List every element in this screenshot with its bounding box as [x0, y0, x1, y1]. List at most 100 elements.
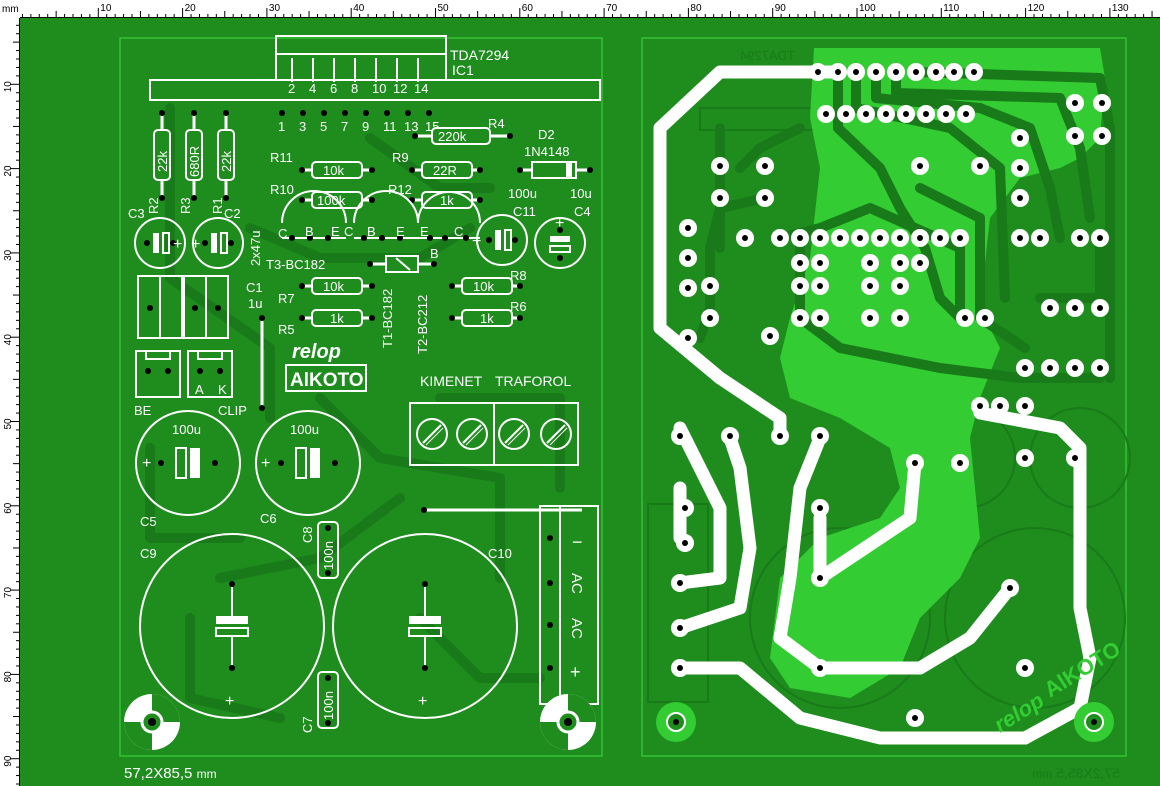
- board-size-label: 57,2X85,5 mm: [124, 765, 217, 782]
- ic1-pin-bottom: 5: [320, 119, 327, 134]
- resistor-r8[interactable]: 10k R8: [449, 268, 527, 295]
- resistor-r2[interactable]: 22k R2: [146, 110, 171, 214]
- t1-pin-b: B: [367, 224, 376, 239]
- c7-ref: C7: [300, 716, 315, 733]
- resistor-r6[interactable]: 1k R6: [449, 299, 527, 327]
- resistor-r3[interactable]: 680R R3: [178, 110, 203, 214]
- ic1-pin-bottom: 13: [404, 119, 418, 134]
- capacitor-c9[interactable]: C9 +: [139, 533, 325, 719]
- r10-value: 100k: [317, 193, 346, 208]
- resistor-r7[interactable]: 10k R7: [278, 277, 375, 306]
- capacitor-c4[interactable]: 10u C4: [534, 186, 592, 269]
- transistor-t1[interactable]: C B E T1-BC182: [344, 190, 419, 348]
- r8-value: 10k: [473, 279, 494, 294]
- pad-array[interactable]: [671, 63, 1111, 727]
- screw-terminal[interactable]: [416, 418, 448, 450]
- logo-box: [285, 364, 367, 392]
- screw-terminal[interactable]: [498, 418, 530, 450]
- ic1-name: TDA7294: [450, 47, 509, 63]
- transistor-t2[interactable]: E B C T2-BC212: [415, 191, 481, 354]
- resistor-r1[interactable]: 22k R1: [210, 110, 235, 214]
- ruler-top-label: 30: [269, 3, 281, 14]
- resistor-r9[interactable]: 22R R9: [392, 150, 483, 179]
- ic1-pin-bottom: 11: [383, 119, 397, 134]
- board-outline: [119, 37, 603, 757]
- capacitor-c11[interactable]: 100u C11: [476, 186, 537, 266]
- resistor-r4[interactable]: 220k R4: [412, 116, 513, 145]
- screw-terminal[interactable]: [456, 418, 488, 450]
- ruler-top-label: 50: [438, 3, 450, 14]
- ruler-top-label: 10: [100, 3, 112, 14]
- transistor-t3[interactable]: C B E T3-BC182: [266, 190, 347, 272]
- ac-label-2: AC: [568, 618, 585, 639]
- ic1-pin-top: 12: [393, 81, 407, 96]
- capacitor-c6[interactable]: 100u C6 +: [255, 410, 361, 526]
- ic1-pin-top: 8: [351, 81, 358, 96]
- logo-relop: relop: [292, 341, 341, 363]
- t3-pin-b: B: [305, 224, 314, 239]
- capacitor-c1[interactable]: C1 1u: [137, 275, 263, 339]
- t3-pin-e: E: [331, 224, 340, 239]
- ruler-top-label: 80: [690, 3, 702, 14]
- ic1-pin-bottom: 3: [299, 119, 306, 134]
- ruler-left-label: 50: [3, 418, 14, 430]
- mounting-hole-right-board-2[interactable]: [1074, 702, 1114, 742]
- ic1-pin-top: 6: [330, 81, 337, 96]
- c6-plus: +: [261, 455, 270, 472]
- r10-ref: R10: [270, 182, 294, 197]
- ruler-top-label: 90: [775, 3, 787, 14]
- mounting-hole-right[interactable]: [540, 694, 596, 750]
- ic1-pin-top: 10: [372, 81, 386, 96]
- c9-plus: +: [225, 693, 234, 710]
- ruler-left-label: 20: [3, 165, 14, 177]
- ruler-top-label: 70: [606, 3, 618, 14]
- resistor-r11[interactable]: 10k R11: [270, 150, 375, 179]
- connector-be[interactable]: BE: [134, 350, 181, 418]
- t2-ref: T2-BC212: [415, 295, 430, 354]
- d2-ref: D2: [538, 127, 555, 142]
- r5-value: 1k: [330, 311, 344, 326]
- terminal-block[interactable]: [409, 402, 579, 466]
- ruler-left-label: 60: [3, 502, 14, 514]
- resistor-r12[interactable]: 1k R12: [388, 182, 483, 209]
- ac-plus: +: [570, 662, 581, 682]
- t3-ref: T3-BC182: [266, 257, 325, 272]
- capacitor-c3[interactable]: C3: [128, 206, 186, 269]
- r6-value: 1k: [480, 311, 494, 326]
- r1-ref: R1: [210, 197, 225, 214]
- ruler-top-label: 40: [353, 3, 365, 14]
- ruler-left-label: 90: [3, 755, 14, 767]
- c4-value: 10u: [570, 186, 592, 201]
- screw-terminal[interactable]: [540, 418, 572, 450]
- c7-value: 100n: [321, 691, 336, 720]
- ruler-top-label: 60: [522, 3, 534, 14]
- kimenet-label: KIMENET: [420, 373, 483, 389]
- capacitor-c7[interactable]: 100n C7: [300, 671, 339, 733]
- capacitor-c8[interactable]: 100n C8: [300, 521, 339, 579]
- ruler-left-label: 30: [3, 249, 14, 261]
- capacitor-c5[interactable]: 100u C5 +: [135, 410, 241, 529]
- c10-plus: +: [418, 693, 427, 710]
- t1-ref: T1-BC182: [380, 289, 395, 348]
- diode-small[interactable]: [367, 255, 437, 273]
- c8-ref: C8: [300, 526, 315, 543]
- diode-d2[interactable]: D2 1N4148: [517, 127, 593, 179]
- capacitor-c2[interactable]: C2: [192, 206, 244, 269]
- r9-value: 22R: [433, 163, 457, 178]
- ic1-pin-bottom: 7: [341, 119, 348, 134]
- c5-value: 100u: [172, 422, 201, 437]
- ac-terminal-block[interactable]: − AC AC +: [539, 505, 599, 705]
- c3-plus-sign: +: [173, 236, 182, 253]
- capacitor-c10[interactable]: C10 +: [332, 533, 518, 719]
- mounting-hole-left[interactable]: [124, 694, 180, 750]
- resistor-r5[interactable]: 1k R5: [278, 309, 375, 337]
- ruler-left-label: 10: [3, 81, 14, 93]
- connector-clip[interactable]: A K CLIP: [187, 350, 247, 418]
- mounting-hole-right-board-1[interactable]: [656, 702, 696, 742]
- c2c3-value: 2x47u: [248, 231, 263, 266]
- ruler-unit-label: mm: [2, 4, 19, 15]
- r8-ref: R8: [510, 268, 527, 283]
